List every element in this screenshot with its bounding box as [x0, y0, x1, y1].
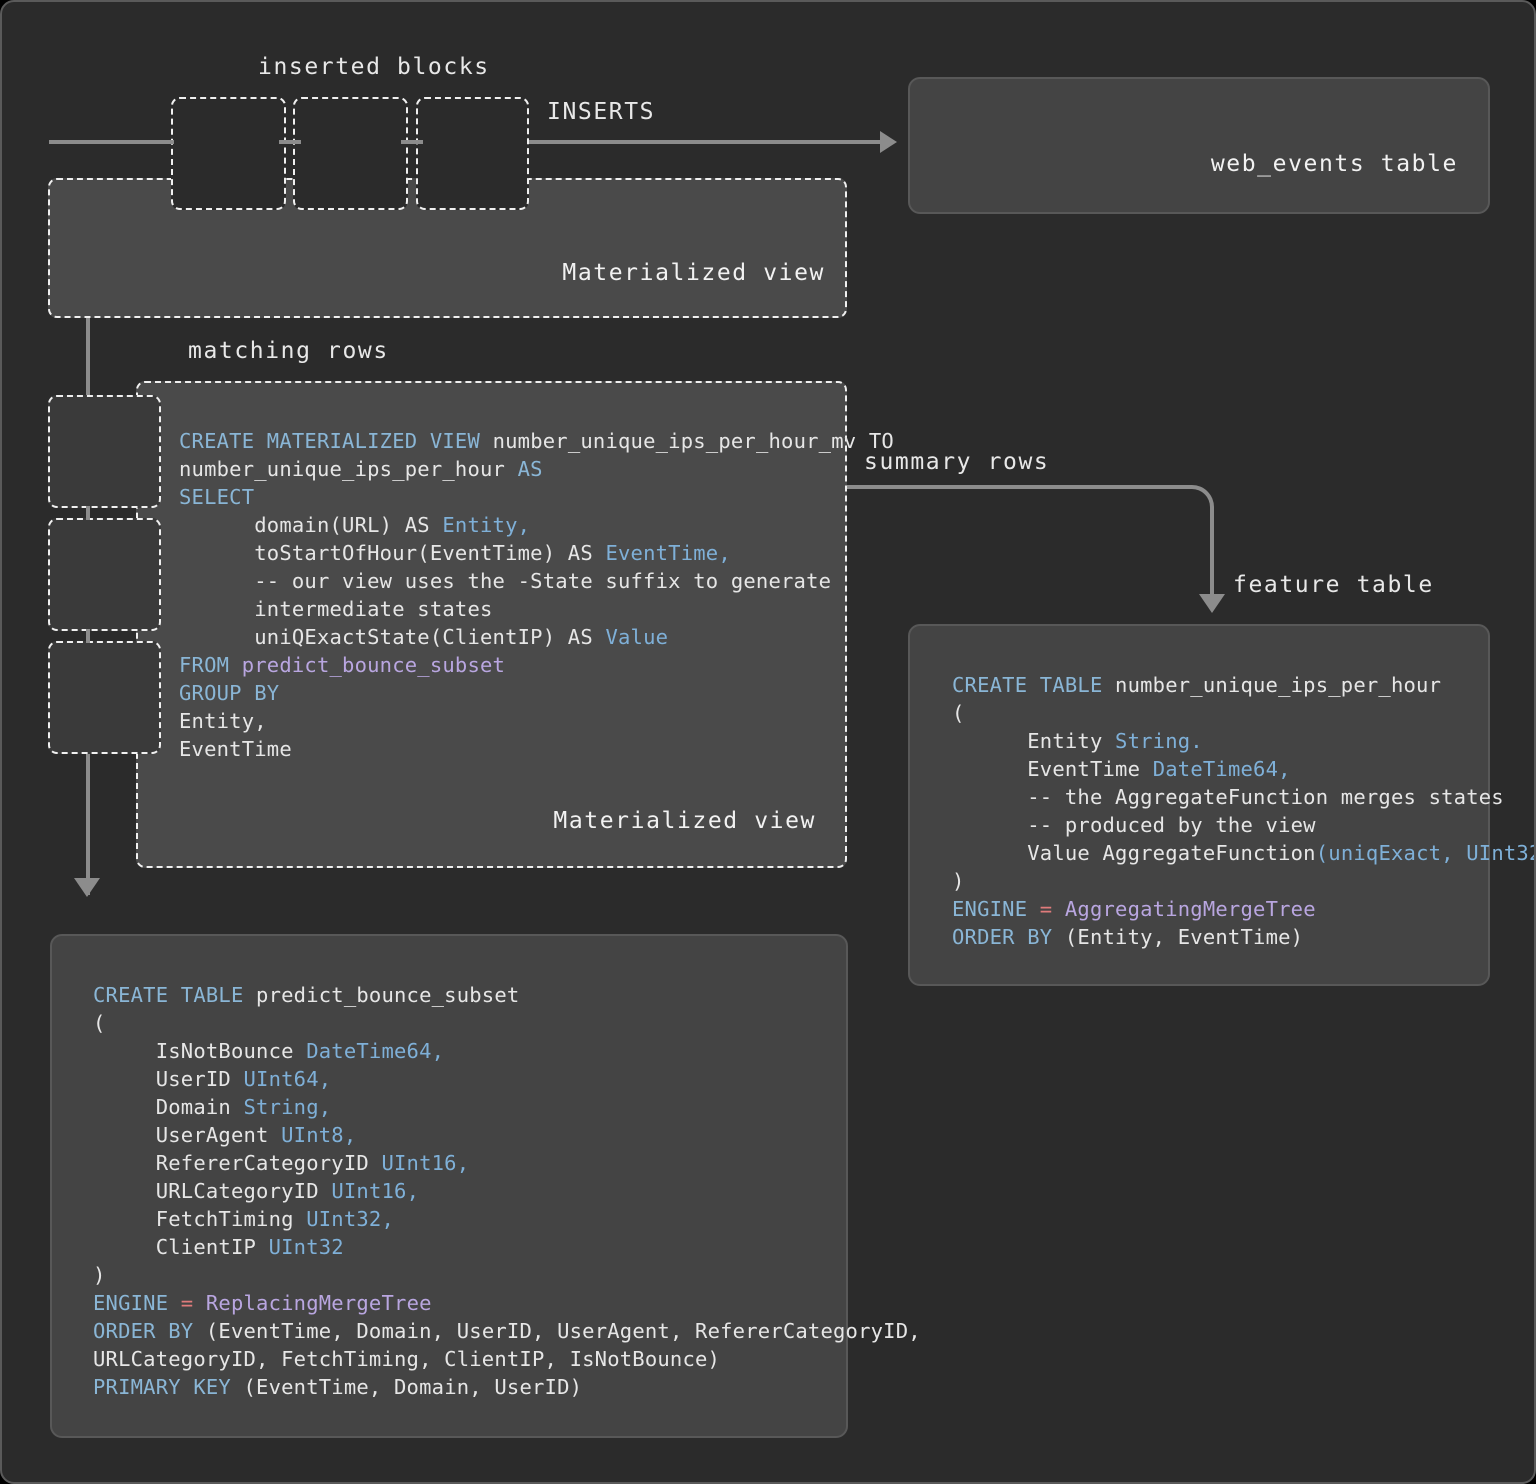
feature-table-label: feature table: [1233, 572, 1434, 598]
inserted-block-1-overlay: [171, 97, 286, 210]
summary-rows-elbow: [1170, 485, 1214, 529]
inserts-arrow-head: [880, 131, 897, 153]
feature-table-box: CREATE TABLE number_unique_ips_per_hour …: [908, 624, 1534, 986]
inserted-block-3-overlay: [416, 97, 529, 210]
feature-table-sql: CREATE TABLE number_unique_ips_per_hour …: [952, 673, 1536, 949]
inserts-label: INSERTS: [547, 99, 656, 125]
summary-rows-arrow-head: [1199, 594, 1225, 613]
matching-rows-block-2: [48, 518, 161, 631]
matching-rows-block-connector-1: [86, 506, 90, 520]
summary-rows-label: summary rows: [864, 449, 1050, 475]
materialized-view-main-box: CREATE MATERIALIZED VIEW number_unique_i…: [136, 381, 894, 868]
source-table-box: CREATE TABLE predict_bounce_subset ( IsN…: [50, 934, 921, 1438]
materialized-view-top-caption: Materialized view: [562, 260, 825, 286]
matching-rows-block-1: [48, 395, 161, 508]
block-connector-2-overlay: [401, 140, 423, 144]
matching-rows-block-3: [48, 641, 161, 754]
materialized-view-sql: CREATE MATERIALIZED VIEW number_unique_i…: [179, 429, 894, 761]
web-events-table-caption: web_events table: [1210, 151, 1458, 177]
inserted-blocks-label: inserted blocks: [258, 54, 490, 80]
source-table-sql: CREATE TABLE predict_bounce_subset ( IsN…: [93, 983, 921, 1399]
inbound-connector-line-overlay: [49, 140, 174, 144]
matching-rows-label: matching rows: [188, 338, 389, 364]
summary-rows-line-vertical: [1210, 507, 1214, 602]
web-events-table-box: web_events table: [908, 77, 1490, 214]
materialized-view-main-caption: Materialized view: [553, 808, 816, 834]
matching-rows-arrow-head: [74, 878, 100, 897]
inserts-arrow-line-overlay: [529, 140, 882, 144]
summary-rows-line-horizontal: [847, 485, 1192, 489]
inserted-block-2-overlay: [293, 97, 408, 210]
block-connector-1-overlay: [279, 140, 301, 144]
matching-rows-block-connector-2: [86, 629, 90, 643]
